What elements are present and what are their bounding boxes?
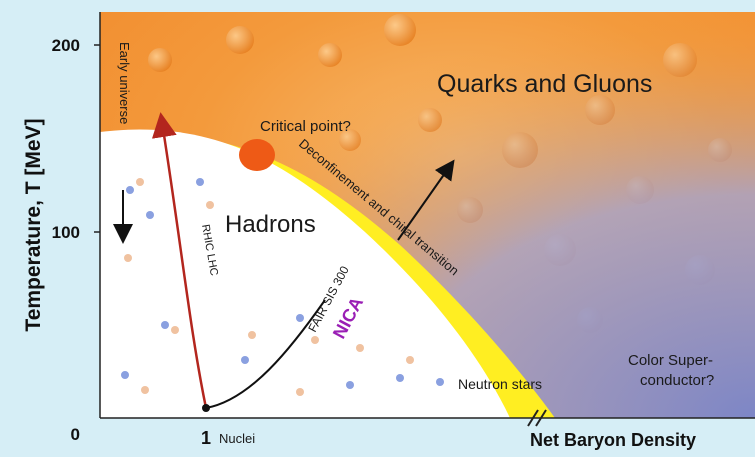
y-axis-title: Temperature, T [MeV] (22, 118, 45, 331)
neutron-stars-label: Neutron stars (458, 376, 542, 392)
color-super-label-line2: conductor? (640, 372, 714, 389)
x-axis-title: Net Baryon Density (530, 430, 696, 450)
critical-point-label: Critical point? (260, 118, 351, 135)
y-tick-100: 100 (52, 223, 80, 242)
y-axis-ticks (94, 44, 100, 233)
nuclei-point (202, 404, 210, 412)
critical-point-marker (239, 139, 275, 171)
nica-trajectory (205, 299, 326, 409)
y-tick-0: 0 (71, 425, 80, 444)
hadron-dots (121, 178, 444, 396)
hadrons-label: Hadrons (225, 211, 316, 238)
color-super-label-line1: Color Super- (628, 352, 713, 369)
quarks-gluons-label: Quarks and Gluons (437, 70, 652, 98)
early-universe-label: Early universe (117, 42, 132, 124)
rhic-lhc-arrow (151, 112, 208, 409)
x-origin-tick: 1 (201, 428, 211, 448)
nuclei-label: Nuclei (219, 431, 255, 446)
transition-arrow (397, 159, 455, 241)
plot-area (100, 12, 755, 418)
axis-break-icon (527, 409, 547, 427)
y-tick-200: 200 (52, 36, 80, 55)
hadron-region (100, 129, 510, 418)
